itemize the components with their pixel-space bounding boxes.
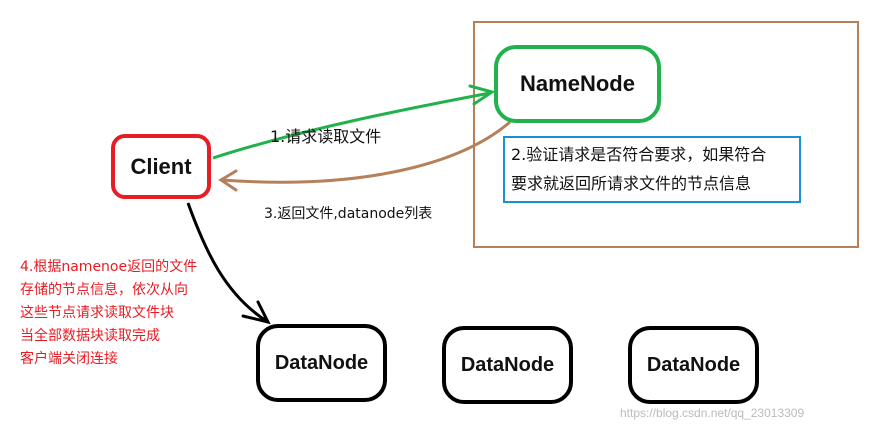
datanode-label: DataNode [460,353,555,376]
request-arrow-head [468,84,496,106]
read-steps-line: 当全部数据块读取完成 [20,328,160,344]
namenode-area [473,21,859,248]
namenode-box: NameNode [494,45,661,123]
response-label: 3.返回文件,datanode列表 [264,206,433,222]
validation-note: 2.验证请求是否符合要求，如果符合 要求就返回所请求文件的节点信息 [503,136,801,203]
response-arrow [221,120,511,184]
validation-note-line: 要求就返回所请求文件的节点信息 [511,174,752,193]
read-arrow [186,202,269,324]
watermark: https://blog.csdn.net/qq_23013309 [620,406,805,420]
datanode-box: DataNode [442,326,573,404]
namenode-label: NameNode [520,71,635,96]
response-arrow-head [218,169,238,192]
client-box: Client [111,134,211,199]
read-arrow-head [241,300,271,325]
request-label: 1.请求读取文件 [270,127,382,146]
request-arrow [212,91,491,160]
datanode-label: DataNode [646,353,741,376]
read-steps-line: 4.根据namenoe返回的文件 [20,259,198,275]
read-steps-line: 客户端关闭连接 [20,351,118,367]
read-steps-note: 4.根据namenoe返回的文件 存储的节点信息，依次从向 这些节点请求读取文件… [20,256,197,371]
client-label: Client [130,153,192,179]
datanode-box: DataNode [256,324,387,402]
read-steps-line: 这些节点请求读取文件块 [20,305,174,321]
validation-note-line: 2.验证请求是否符合要求，如果符合 [511,145,767,164]
datanode-box: DataNode [628,326,759,404]
datanode-label: DataNode [274,351,369,374]
read-steps-line: 存储的节点信息，依次从向 [20,282,188,298]
